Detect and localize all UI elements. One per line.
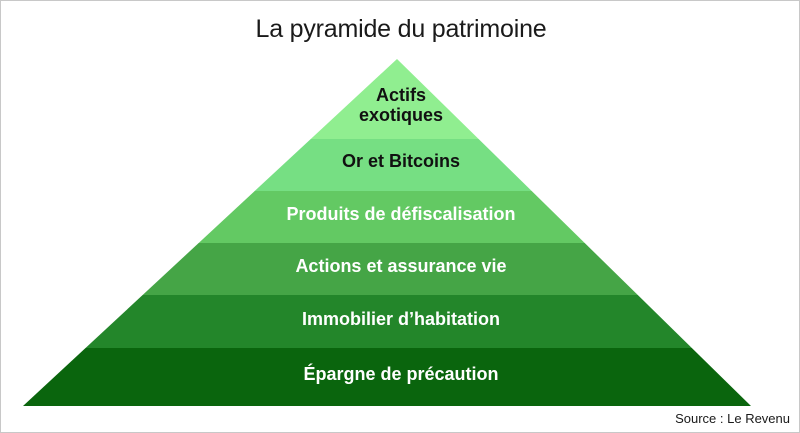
tier-6-stripe[interactable] — [1, 348, 800, 406]
pyramid-bands — [1, 59, 800, 406]
tier-2-stripe[interactable] — [1, 139, 800, 191]
page-title: La pyramide du patrimoine — [255, 15, 547, 43]
tier-3-stripe[interactable] — [1, 191, 800, 243]
source-attribution: Source : Le Revenu — [675, 411, 790, 426]
tier-1-stripe[interactable] — [1, 59, 800, 139]
tier-5-stripe[interactable] — [1, 295, 800, 348]
tier-4-stripe[interactable] — [1, 243, 800, 295]
